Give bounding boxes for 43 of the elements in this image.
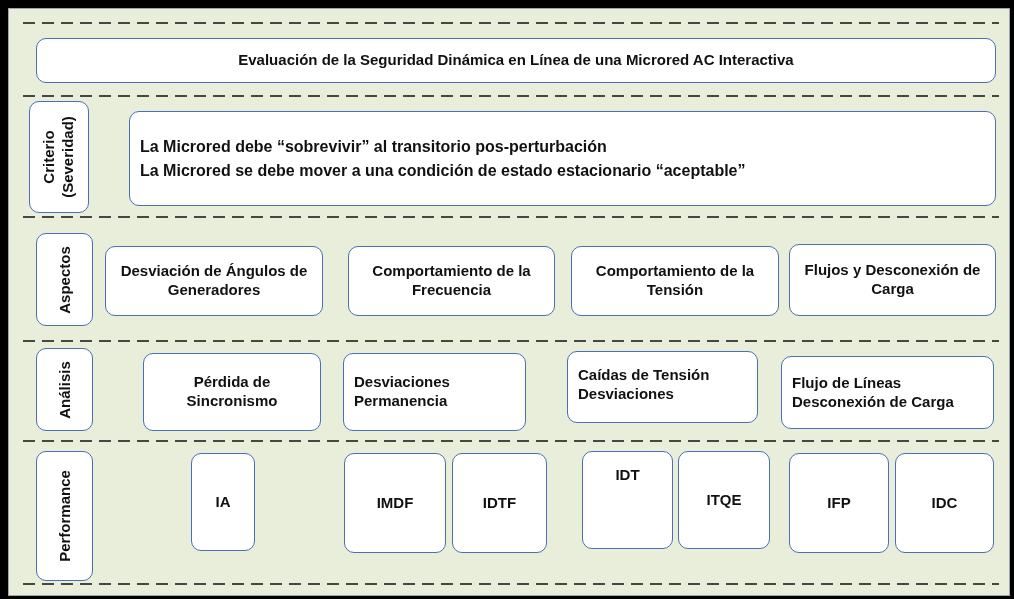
box-text: ITQE: [705, 490, 743, 510]
box-text: Desviaciones Permanencia: [354, 373, 451, 411]
box-text: La Microred se debe mover a una condición de estado estacionario “aceptable”: [140, 160, 747, 181]
row-label: Aspectos: [55, 245, 74, 314]
box-text: IMDF: [375, 493, 415, 513]
box-text: IA: [214, 492, 232, 512]
text-box: [191, 453, 255, 551]
row-label: Performance: [55, 470, 74, 562]
box-text: Comportamiento de la Frecuencia: [371, 262, 532, 300]
row-header-box: [36, 233, 93, 326]
text-box: [789, 453, 889, 553]
box-text: Caídas de Tensión Desviaciones: [578, 366, 711, 404]
text-box: [452, 453, 547, 553]
box-text: Evaluación de la Seguridad Dinámica en Línea de una Microred AC Interactiva: [237, 51, 795, 70]
text-box: [344, 453, 446, 553]
box-text: IDT: [614, 466, 641, 485]
text-box: [567, 351, 758, 423]
text-box: [143, 353, 321, 431]
box-text: Flujo de Líneas Desconexión de Carga: [792, 373, 955, 412]
text-box: [105, 246, 323, 316]
box-text: IDC: [930, 493, 959, 513]
box-text: Comportamiento de la Tensión: [594, 262, 756, 300]
row-header-box: [36, 348, 93, 431]
box-text: Flujos y Desconexión de Carga: [803, 261, 982, 299]
text-box: [129, 111, 996, 206]
box-text: IDTF: [481, 493, 518, 513]
row-label: Análisis: [55, 360, 74, 419]
text-box: [582, 451, 673, 549]
text-box: [678, 451, 770, 549]
row-label: Criterio (Severidad): [40, 115, 77, 200]
text-box: [571, 246, 779, 316]
text-box: [343, 353, 526, 431]
box-text: Desviación de Ángulos de Generadores: [119, 262, 309, 300]
box-text: IFP: [826, 493, 852, 513]
text-box: [895, 453, 994, 553]
row-header-box: [29, 101, 89, 213]
text-box: [348, 246, 555, 316]
box-text: Pérdida de Sincronismo: [185, 373, 279, 411]
text-box: [781, 356, 994, 429]
text-box: [789, 244, 996, 316]
text-box: [36, 38, 996, 83]
row-header-box: [36, 451, 93, 581]
box-text: La Microred debe “sobrevivir” al transitorio pos-perturbación: [140, 137, 608, 158]
